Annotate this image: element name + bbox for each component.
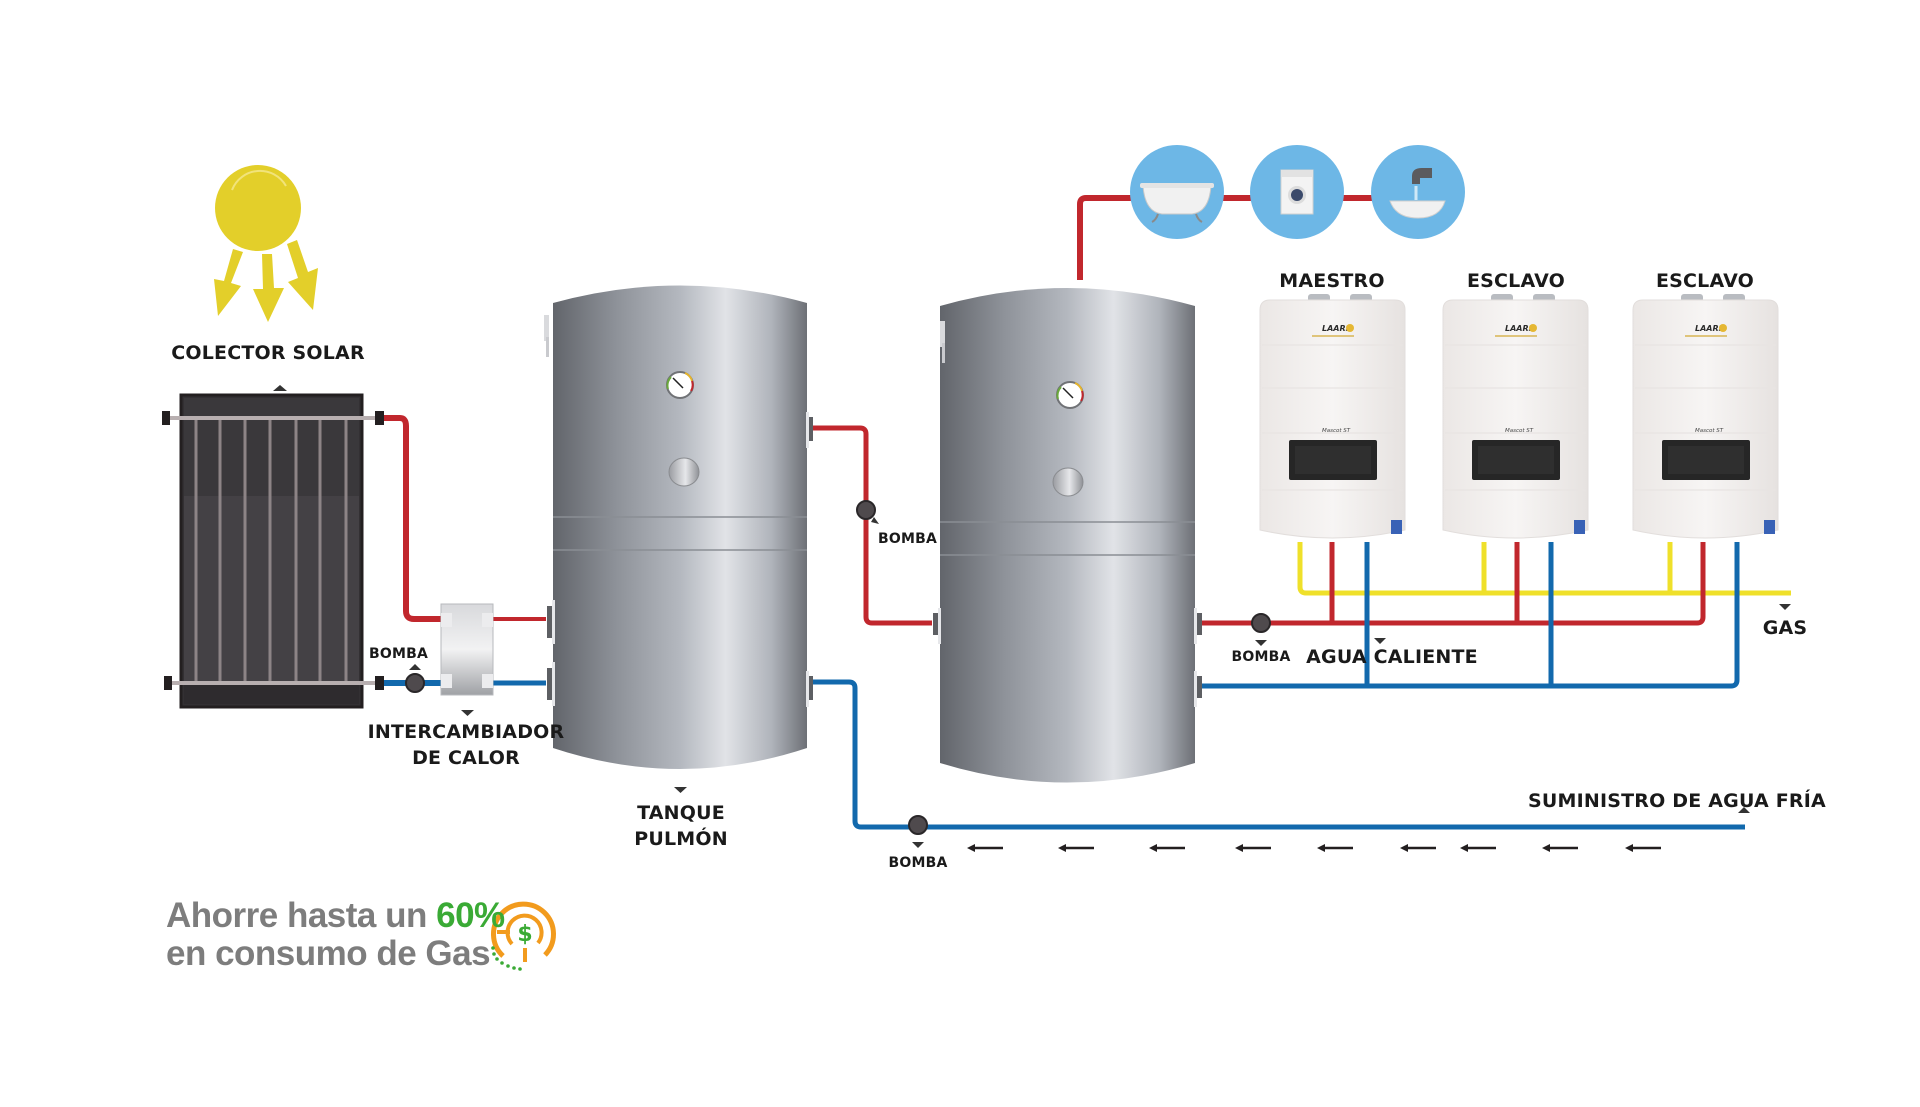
pump-2-pointer-icon (871, 517, 879, 524)
gas-pipe (1297, 542, 1791, 596)
pump-1-pointer-icon (409, 664, 421, 670)
exchanger-label-line2: DE CALOR (412, 747, 520, 769)
hot-water-pointer-icon (1374, 638, 1386, 644)
brand-logo: LAARS (1322, 324, 1352, 333)
flow-arrow-icon (1235, 844, 1271, 852)
flow-arrows (967, 844, 1661, 852)
heater-master-label: MAESTRO (1279, 270, 1385, 292)
collector-pointer-icon (273, 385, 287, 391)
flow-arrow-icon (1400, 844, 1436, 852)
energy-star-badge (1764, 520, 1775, 534)
model-label: Mascot ST (1505, 428, 1534, 434)
fixture-washing-machine (1250, 145, 1344, 239)
hot-pipe-collector (384, 415, 441, 622)
slogan-prefix: Ahorre hasta un (166, 896, 437, 935)
pump-3-label: BOMBA (888, 855, 948, 871)
model-label: Mascot ST (1695, 428, 1724, 434)
solar-collector (162, 393, 384, 709)
model-label: Mascot ST (1322, 428, 1351, 434)
hot-water-label: AGUA CALIENTE (1306, 646, 1478, 668)
inspection-port (668, 457, 700, 487)
flow-arrow-icon (1625, 844, 1661, 852)
heater-slave-2-label: ESCLAVO (1655, 270, 1755, 292)
pump-2-label: BOMBA (878, 531, 938, 547)
cold-supply-label: SUMINISTRO DE AGUA FRÍA (1528, 790, 1826, 812)
heater-slave-2: LAARS Mascot ST (1632, 294, 1779, 539)
pump-3-icon (908, 815, 928, 835)
bathtub-icon (1140, 183, 1214, 223)
pump-4-label: BOMBA (1231, 649, 1291, 665)
temperature-gauge-icon (666, 371, 694, 399)
brand-logo: LAARS (1695, 324, 1725, 333)
hot-pipe-tank1-to-tank2 (813, 425, 932, 626)
pump-2-icon (856, 500, 876, 520)
pump-1-label: BOMBA (369, 646, 429, 662)
pump-4-icon (1251, 613, 1271, 633)
flow-arrow-icon (1542, 844, 1578, 852)
flow-arrow-icon (1058, 844, 1094, 852)
fixture-bathtub (1130, 145, 1224, 239)
heater-master: LAARS Mascot ST (1259, 294, 1406, 539)
heater-slave-1: LAARS Mascot ST (1442, 294, 1589, 539)
inspection-port (1052, 467, 1084, 497)
heat-exchanger (440, 603, 494, 696)
collector-label: COLECTOR SOLAR (171, 342, 365, 364)
slogan-line2: en consumo de Gas (166, 934, 491, 973)
cold-supply-pipe (813, 679, 1745, 830)
fixture-sink (1371, 145, 1465, 239)
energy-star-badge (1574, 520, 1585, 534)
tank-label-line1: TANQUE (637, 802, 725, 824)
hot-pipe-to-fixtures (1077, 195, 1430, 280)
cold-supply-pointer-icon (1738, 807, 1750, 813)
washing-machine-icon (1280, 169, 1314, 215)
tank-label-line2: PULMÓN (634, 828, 728, 850)
gas-label: GAS (1762, 617, 1808, 639)
gas-pointer-icon (1779, 604, 1791, 610)
slogan-percentage: 60% (436, 896, 505, 935)
energy-star-badge (1391, 520, 1402, 534)
flow-arrow-icon (1149, 844, 1185, 852)
buffer-tank (544, 285, 813, 769)
cold-water-manifold (1202, 542, 1740, 689)
storage-tank (933, 288, 1202, 783)
temperature-gauge-icon (1056, 381, 1084, 409)
heater-slave-1-label: ESCLAVO (1466, 270, 1566, 292)
svg-text:$: $ (517, 922, 532, 947)
flow-arrow-icon (967, 844, 1003, 852)
tank-label: TANQUE PULMÓN (634, 800, 728, 852)
brand-logo: LAARS (1505, 324, 1535, 333)
exchanger-label-line1: INTERCAMBIADOR (367, 721, 565, 743)
sun-icon (214, 165, 318, 322)
exchanger-label: INTERCAMBIADOR DE CALOR (368, 719, 565, 771)
exchanger-pointer-icon (461, 710, 474, 716)
pump-3-pointer-icon (912, 842, 924, 848)
slogan-line1: Ahorre hasta un 60% (166, 897, 505, 935)
pump-4-pointer-icon (1255, 640, 1267, 646)
pump-1-icon (405, 673, 425, 693)
savings-slogan: Ahorre hasta un 60% en consumo de Gas (166, 897, 505, 973)
savings-dollar-icon: $ (491, 901, 556, 971)
flow-arrow-icon (1460, 844, 1496, 852)
flow-arrow-icon (1317, 844, 1353, 852)
tank-pointer-icon (674, 787, 687, 793)
hot-water-manifold (1202, 542, 1706, 626)
sink-faucet-icon (1389, 168, 1446, 219)
